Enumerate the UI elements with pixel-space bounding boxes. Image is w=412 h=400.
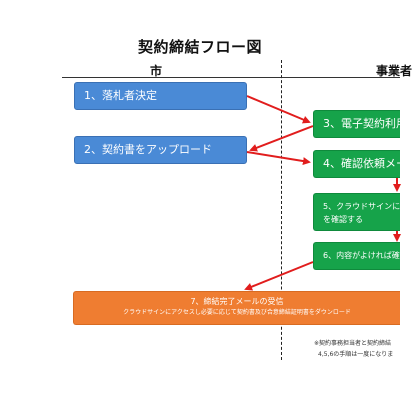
step-7-subtext: クラウドサインにアクセスし必要に応じて契約書及び合意締結証明書をダウンロード <box>123 309 351 316</box>
step-7-title: 7、締結完了メールの受信 <box>190 297 284 306</box>
step-6-box: 6、内容がよければ確 <box>313 242 400 270</box>
step-7-box: 7、締結完了メールの受信 クラウドサインにアクセスし必要に応じて契約書及び合意締… <box>73 291 400 325</box>
step-5-line2: を確認する <box>323 215 363 224</box>
step-5-box: 5、クラウドサインに を確認する <box>313 193 400 231</box>
lane-header-city: 市 <box>150 64 163 78</box>
step-5-line1: 5、クラウドサインに <box>323 202 401 211</box>
step-1-box: 1、落札者決定 <box>74 82 247 110</box>
lane-divider <box>281 60 282 360</box>
header-rule <box>62 77 400 78</box>
footnote-2: 4,5,6の手順は一度になりま <box>318 351 394 358</box>
footnote-1: ※契約事務担当者と契約締結 <box>314 340 392 347</box>
lane-header-business: 事業者 <box>376 64 412 78</box>
arrow-2-to-4 <box>246 151 311 165</box>
arrow-1-to-3 <box>246 95 311 124</box>
step-4-box: 4、確認依頼メー <box>313 150 407 178</box>
diagram-title: 契約締結フロー図 <box>137 38 262 56</box>
step-3-box: 3、電子契約利用 <box>313 110 407 138</box>
arrow-6-to-7 <box>244 261 314 291</box>
step-2-box: 2、契約書をアップロード <box>74 136 247 164</box>
arrow-3-to-2 <box>249 125 314 152</box>
